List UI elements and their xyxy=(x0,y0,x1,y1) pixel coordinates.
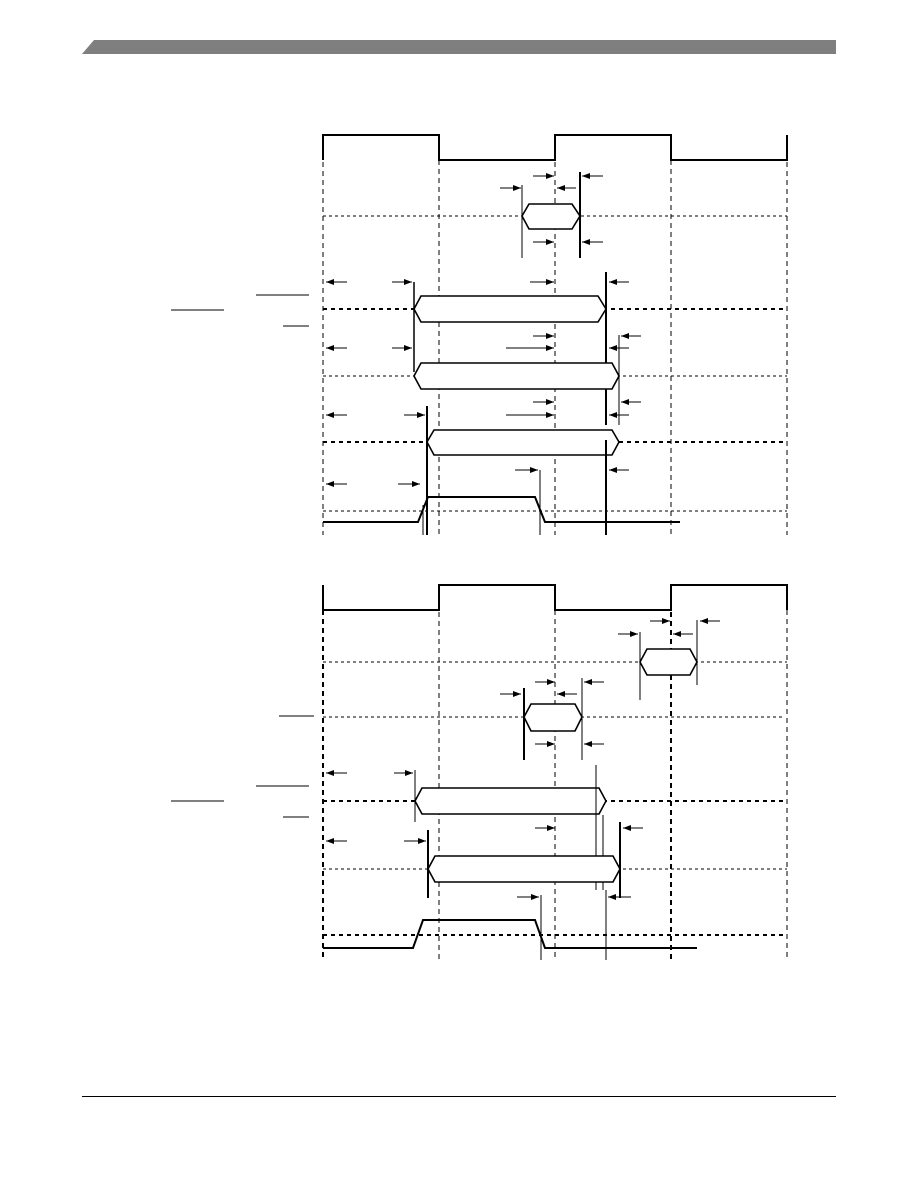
clock-boundary-guides xyxy=(322,585,788,960)
address-bus-valid xyxy=(414,787,607,815)
clock-waveform xyxy=(322,134,788,161)
data-valid-window-upper xyxy=(639,648,698,676)
address-bus-valid xyxy=(413,295,607,323)
header-bar-shape xyxy=(82,40,836,54)
data-valid-window-middle xyxy=(523,703,583,732)
strobe-waveform xyxy=(323,496,680,523)
data-valid-window xyxy=(521,203,581,230)
timing-arrows-upper-window xyxy=(618,618,720,637)
header-bar xyxy=(82,40,836,54)
bus-valid-window-3 xyxy=(426,429,620,456)
bus-valid-window-2 xyxy=(413,362,620,390)
signal-label-overbars xyxy=(171,294,309,327)
data-bus-valid xyxy=(427,855,621,883)
clock-waveform xyxy=(322,584,788,611)
timing-arrows xyxy=(326,770,643,900)
clock-boundary-guides xyxy=(322,135,788,535)
write-timing-diagram xyxy=(171,584,788,960)
footer-rule xyxy=(82,1096,836,1097)
timing-arrows-middle-window xyxy=(500,679,604,747)
strobe-waveform xyxy=(323,919,697,949)
signal-guide-lines xyxy=(323,215,787,512)
signal-label-overbars xyxy=(171,715,314,818)
timing-arrows-data-window xyxy=(500,173,603,245)
timing-arrows xyxy=(326,279,641,487)
read-timing-diagram xyxy=(171,134,788,535)
